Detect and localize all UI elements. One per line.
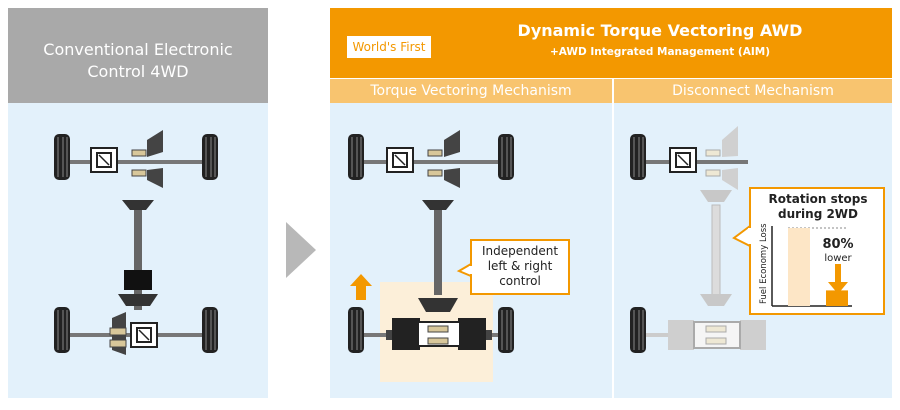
arrow-down-icon [828, 264, 848, 294]
conventional-title-line1: Conventional Electronic [43, 40, 233, 59]
arrow-up-icon [350, 274, 372, 300]
percent-value: 80% [822, 237, 853, 252]
callout-independent-line3: control [499, 274, 541, 288]
callout-independent-line2: left & right [487, 259, 553, 273]
chevron-right-icon [286, 222, 316, 278]
disconnect-drivetrain [630, 126, 766, 353]
fuel-economy-axis-label: Fuel Economy Loss [759, 223, 769, 304]
torque-vectoring-drivetrain [348, 130, 514, 353]
fuel-loss-bar-1 [788, 228, 810, 306]
disconnect-section-header: Disconnect Mechanism [614, 79, 892, 103]
worlds-first-badge: World's First [346, 35, 432, 59]
rotation-title-line2: during 2WD [777, 207, 859, 221]
dtv-subtitle: +AWD Integrated Management (AIM) [549, 46, 771, 58]
conventional-drivetrain [54, 130, 218, 355]
torque-vectoring-section-header: Torque Vectoring Mechanism [330, 79, 612, 103]
callout-independent-box [456, 239, 570, 295]
dtv-title: Dynamic Torque Vectoring AWD [517, 21, 803, 40]
conventional-header: Conventional Electronic Control 4WD [8, 8, 268, 103]
disconnect-section-title: Disconnect Mechanism [672, 83, 834, 99]
fuel-loss-bar-2 [826, 290, 848, 306]
rotation-title-line1: Rotation stops [768, 192, 868, 206]
callout-independent-text: Independent left & right control [471, 244, 569, 289]
torque-vectoring-section-title: Torque Vectoring Mechanism [370, 83, 572, 99]
percent-label: lower [824, 253, 852, 264]
conventional-title-line2: Control 4WD [87, 62, 189, 81]
callout-independent-line1: Independent [481, 244, 559, 258]
fuel-economy-chart: Fuel Economy Loss 80% lower [759, 223, 854, 307]
